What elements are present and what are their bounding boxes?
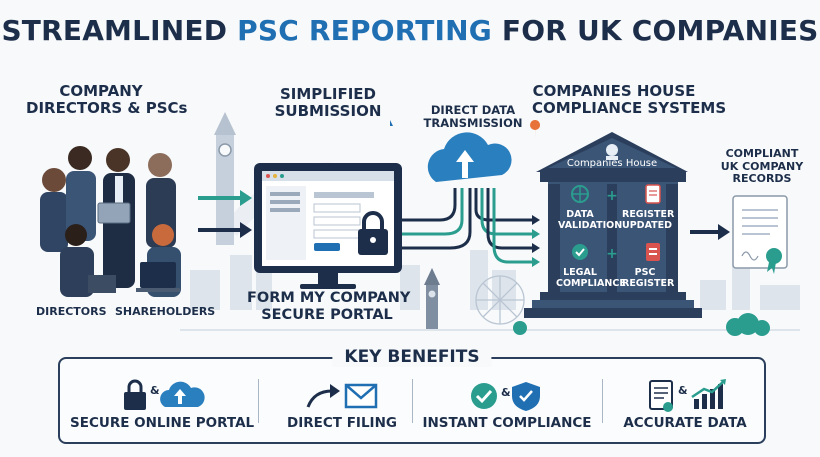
document-icon <box>649 380 673 412</box>
heading-line: DIRECTORS & PSCs <box>26 99 188 118</box>
key-benefits-title: KEY BENEFITS <box>332 347 492 367</box>
benefit-instant-compliance: & INSTANT COMPLIANCE <box>422 377 592 437</box>
title-highlight: PSC REPORTING <box>237 14 492 47</box>
divider <box>258 379 259 423</box>
benefit-label: INSTANT COMPLIANCE <box>422 415 592 431</box>
heading-line: SECURE PORTAL <box>261 306 393 323</box>
building-name-label: Companies House <box>566 158 658 169</box>
company-directors-heading: COMPANY DIRECTORS & PSCs <box>26 82 188 118</box>
cell-data-validation: DATA VALIDATION <box>558 209 623 232</box>
divider <box>602 379 603 423</box>
directors-label: DIRECTORS <box>36 305 107 318</box>
cell-line: REGISTER <box>622 277 675 289</box>
heading-line: TRANSMISSION <box>423 116 523 131</box>
cell-line: DATA <box>566 209 594 220</box>
benefit-label: SECURE ONLINE PORTAL <box>70 415 255 431</box>
amp-symbol: & <box>501 386 511 399</box>
amp-symbol: & <box>678 384 688 397</box>
cell-line: UPDATED <box>622 219 673 231</box>
compliant-records-label: COMPLIANT UK COMPANY RECORDS <box>720 147 804 186</box>
certificate-icon <box>732 195 788 274</box>
heading-line: COMPLIANCE SYSTEMS <box>532 99 727 118</box>
heading-line: DIRECT DATA <box>430 103 516 117</box>
key-benefits-panel: KEY BENEFITS & SECURE ONLINE PORTAL <box>58 347 766 444</box>
secure-portal-label: FORM MY COMPANY SECURE PORTAL <box>247 290 411 323</box>
page-title: STREAMLINED PSC REPORTING FOR UK COMPANI… <box>0 14 820 47</box>
location-pin-icon <box>530 120 541 138</box>
benefit-label: DIRECT FILING <box>287 415 397 431</box>
cloud-upload-icon <box>160 381 205 407</box>
transmission-arrowheads <box>532 215 540 267</box>
benefit-label: ACCURATE DATA <box>623 415 747 431</box>
heading-line: COMPANIES HOUSE <box>532 82 696 100</box>
title-part-2: FOR UK COMPANIES <box>491 14 819 47</box>
cell-line: VALIDATION <box>558 219 623 231</box>
heading-line: FORM MY COMPANY <box>247 290 411 306</box>
amp-symbol: & <box>150 384 160 397</box>
clock-tower-icon <box>214 112 236 245</box>
cloud-upload-icon <box>427 132 512 182</box>
cell-line: PSC <box>634 267 656 278</box>
heading-line: SIMPLIFIED <box>280 85 376 103</box>
benefit-direct-filing: DIRECT FILING <box>272 377 412 437</box>
heading-line: SUBMISSION <box>274 102 382 121</box>
direct-data-transmission-label: DIRECT DATA TRANSMISSION <box>420 103 526 131</box>
benefit-secure-online-portal: & SECURE ONLINE PORTAL <box>70 377 255 437</box>
padlock-icon <box>358 211 388 255</box>
growth-chart-icon <box>691 379 726 409</box>
divider <box>412 379 413 423</box>
shield-check-icon <box>512 382 540 411</box>
data-validation-icon <box>571 185 589 203</box>
shareholders-label: SHAREHOLDERS <box>115 305 216 318</box>
cell-legal-compliance: LEGAL COMPLIANCE <box>556 267 626 290</box>
cell-line: REGISTER <box>622 209 675 220</box>
legal-compliance-icon <box>572 244 588 260</box>
register-updated-icon <box>645 184 661 204</box>
transmission-arrows <box>402 188 532 264</box>
simplified-submission-heading: SIMPLIFIED SUBMISSION <box>268 85 388 121</box>
ferris-wheel-icon <box>475 275 525 325</box>
cell-psc-register: PSC REGISTER <box>622 267 675 290</box>
records-line: RECORDS <box>732 172 792 186</box>
secure-portal-monitor <box>254 163 402 289</box>
flow-arrows-left <box>198 190 252 238</box>
cell-line: LEGAL <box>563 267 597 278</box>
crest-icon <box>606 144 618 160</box>
clock-tower-small-icon <box>424 268 440 330</box>
heading-line: COMPANY <box>59 82 143 100</box>
svg-text:+: + <box>606 246 618 262</box>
companies-house-building <box>524 132 702 318</box>
arrow-icon <box>306 384 340 408</box>
psc-register-icon <box>646 243 660 261</box>
bushes-decor <box>513 313 770 336</box>
records-line: UK COMPANY <box>720 159 804 173</box>
cell-line: COMPLIANCE <box>556 277 626 289</box>
cell-register-updated: REGISTER UPDATED <box>622 209 675 232</box>
padlock-icon <box>124 379 146 410</box>
benefit-accurate-data: & ACCURATE DATA <box>612 377 758 437</box>
companies-house-heading: COMPANIES HOUSE COMPLIANCE SYSTEMS <box>532 82 727 118</box>
envelope-icon <box>344 383 378 409</box>
people-group-illustration <box>40 146 181 297</box>
svg-text:+: + <box>606 188 618 204</box>
check-circle-icon <box>471 383 497 409</box>
records-arrow <box>690 224 730 240</box>
title-part-1: STREAMLINED <box>1 14 238 47</box>
records-line: COMPLIANT <box>725 147 799 160</box>
